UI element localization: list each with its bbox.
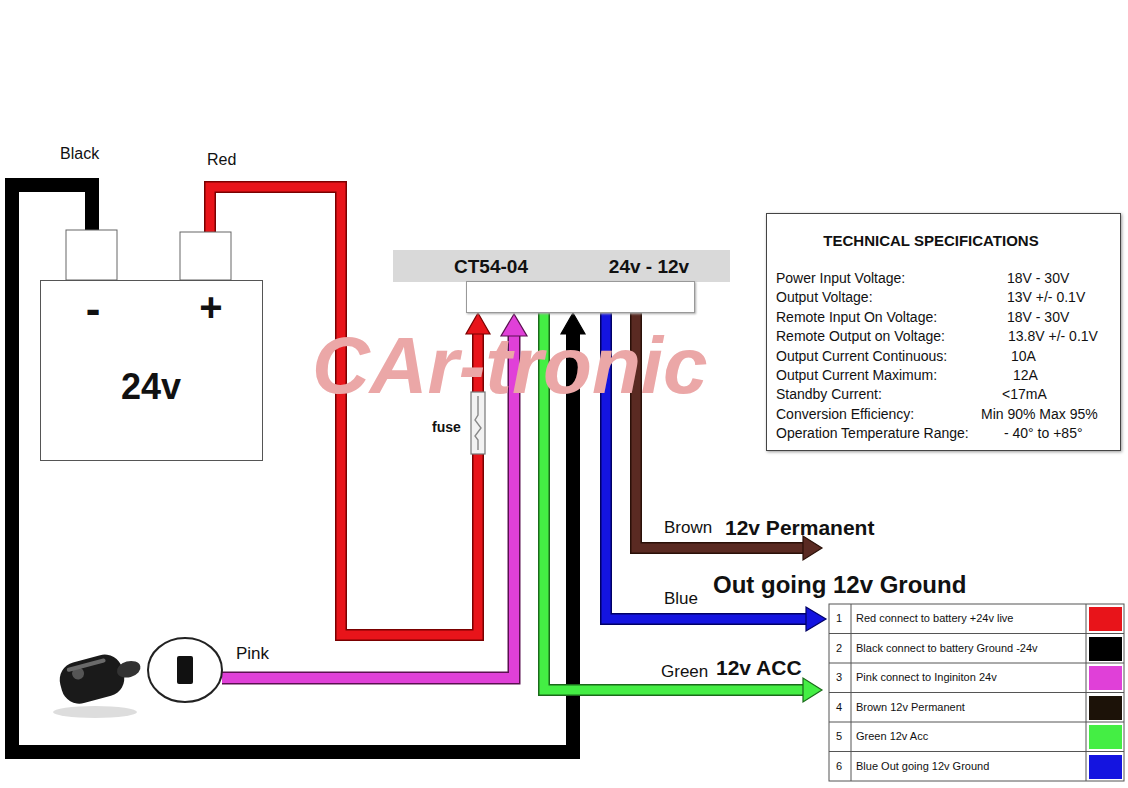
table-rule: [829, 751, 1124, 752]
spec-value: 18V - 30V: [1007, 310, 1069, 325]
legend-swatch: [1089, 755, 1122, 779]
row-number: 3: [836, 671, 842, 683]
negative-terminal: [66, 230, 117, 280]
spec-name: Remote Output on Voltage:: [776, 329, 945, 344]
legend-swatch: [1089, 696, 1122, 720]
spec-value: Min 90% Max 95%: [981, 407, 1098, 422]
legend-text: Pink connect to Inginiton 24v: [856, 671, 997, 683]
model-name: CT54-04: [454, 257, 528, 278]
wire-label: Black: [60, 145, 99, 163]
ignition-circle: [148, 638, 222, 702]
spec-title: TECHNICAL SPECIFICATIONS: [823, 233, 1038, 250]
table-rule: [829, 663, 1124, 664]
arrowhead: [803, 536, 822, 560]
wire-label: Red: [207, 151, 236, 169]
ignition-slot: [177, 656, 193, 684]
wire-label: Brown: [664, 519, 712, 538]
key-highlight: [66, 658, 106, 672]
legend-text: Black connect to battery Ground -24v: [856, 642, 1038, 654]
row-number: 6: [836, 760, 842, 772]
legend-swatch: [1089, 607, 1122, 631]
legend-text: Blue Out going 12v Ground: [856, 760, 989, 772]
spec-name: Power Input Voltage:: [776, 271, 905, 286]
legend-text: Brown 12v Permanent: [856, 701, 965, 713]
signal-name: 12v Permanent: [725, 516, 874, 539]
model-band: [393, 250, 730, 282]
table-rule: [829, 722, 1124, 723]
legend-text: Red connect to battery +24v live: [856, 612, 1013, 624]
wire-label: Pink: [236, 645, 269, 664]
arrowhead: [806, 607, 826, 631]
spec-name: Operation Temperature Range:: [776, 426, 969, 441]
row-number: 4: [836, 701, 842, 713]
spec-value: 12A: [1013, 368, 1038, 383]
battery-voltage: 24v: [121, 367, 181, 407]
table-rule: [851, 604, 852, 781]
battery-box: - +24v: [40, 280, 263, 461]
spec-name: Output Current Maximum:: [776, 368, 937, 383]
spec-name: Conversion Efficiency:: [776, 407, 914, 422]
key-shadow: [53, 706, 137, 718]
polarity-sign: +: [199, 285, 222, 329]
spec-name: Remote Input On Voltage:: [776, 310, 937, 325]
wire-core: [12, 185, 573, 752]
watermark: CAr-tronic: [312, 322, 708, 410]
spec-value: 18V - 30V: [1007, 271, 1069, 286]
spec-name: Output Current Continuous:: [776, 349, 947, 364]
spec-name: Standby Current:: [776, 387, 882, 402]
legend-swatch: [1089, 725, 1122, 749]
signal-name: 12v ACC: [716, 656, 802, 679]
legend-swatch: [1089, 637, 1122, 661]
table-rule: [829, 633, 1124, 634]
legend-table: [829, 604, 1124, 781]
wire: [12, 185, 585, 752]
wire-label: Blue: [664, 590, 698, 609]
legend-text: Green 12v Acc: [856, 730, 928, 742]
signal-name: Out going 12v Ground: [713, 572, 966, 598]
legend-swatch: [1089, 666, 1122, 690]
spec-value: 13.8V +/- 0.1V: [1008, 329, 1098, 344]
positive-terminal: [180, 232, 231, 280]
converter-box: CT54-0424v - 12v: [466, 281, 695, 313]
row-number: 2: [836, 642, 842, 654]
row-number: 5: [836, 730, 842, 742]
model-rating: 24v - 12v: [609, 257, 689, 278]
spec-value: <17mA: [1002, 387, 1047, 402]
ignition-key: [53, 638, 222, 718]
key-ring: [115, 658, 142, 680]
table-rule: [829, 692, 1124, 693]
spec-box: TECHNICAL SPECIFICATIONS Power Input Volt…: [766, 213, 1121, 451]
spec-value: 13V +/- 0.1V: [1007, 290, 1085, 305]
table-rule: [1086, 604, 1087, 781]
fuse-label: fuse: [432, 420, 461, 435]
spec-value: 10A: [1011, 349, 1036, 364]
polarity-sign: -: [86, 285, 101, 333]
arrowhead: [803, 678, 822, 702]
row-number: 1: [836, 612, 842, 624]
spec-value: - 40° to +85°: [1004, 426, 1083, 441]
wire-outline: [12, 185, 573, 752]
wire-label: Green: [661, 663, 708, 682]
table-border: [829, 604, 1124, 781]
spec-name: Output Voltage:: [776, 290, 873, 305]
key-fob: [56, 651, 129, 708]
